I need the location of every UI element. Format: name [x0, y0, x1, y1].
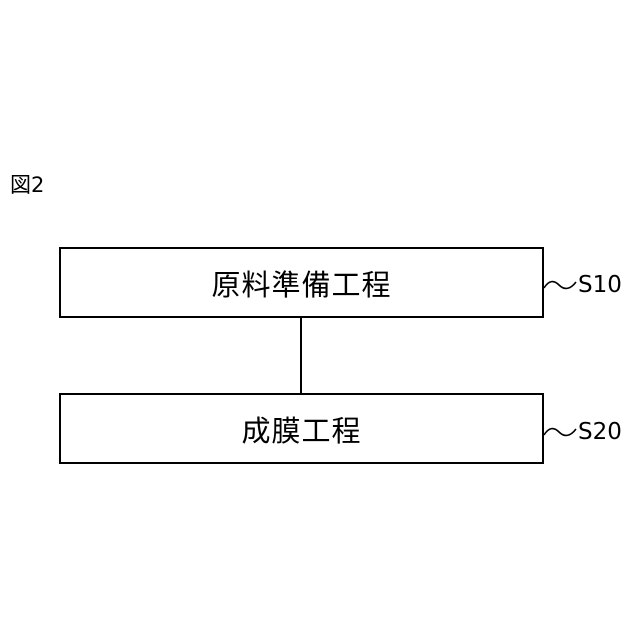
leader-line-s20 [543, 426, 577, 438]
step-ref-s10: S10 [578, 271, 622, 299]
step-label-film-formation: 成膜工程 [241, 408, 361, 450]
leader-line-s10 [543, 279, 577, 291]
step-box-film-formation: 成膜工程 [59, 393, 544, 464]
connector-line [300, 318, 302, 393]
step-box-raw-material-preparation: 原料準備工程 [59, 247, 544, 318]
step-label-raw-material-preparation: 原料準備工程 [211, 262, 391, 304]
figure-label: 図2 [10, 172, 44, 198]
step-ref-s20: S20 [578, 418, 622, 446]
